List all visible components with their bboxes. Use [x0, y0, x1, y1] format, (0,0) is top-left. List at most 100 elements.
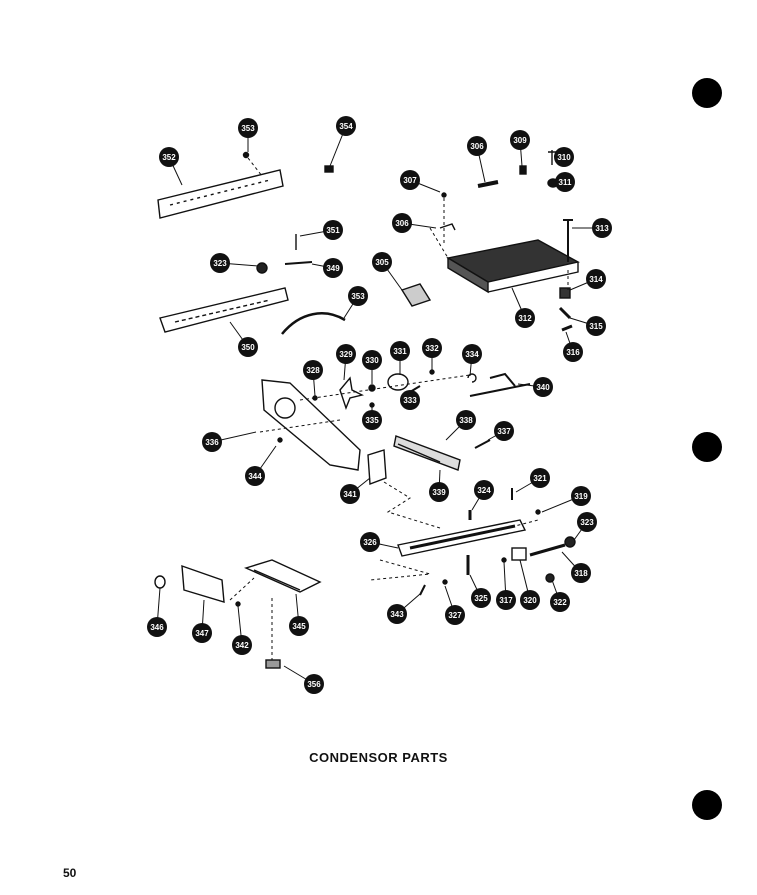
callout-number: 334 [465, 350, 479, 359]
callout-number: 356 [307, 680, 321, 689]
part-356-pad [265, 659, 281, 669]
callout-333: 333 [400, 389, 420, 410]
callout-number: 311 [559, 178, 572, 187]
callout-number: 313 [595, 224, 609, 233]
callout-328: 328 [303, 360, 323, 397]
callout-338: 338 [445, 410, 476, 441]
part-318-bolt [529, 543, 566, 557]
callout-bubble [245, 466, 265, 486]
part-308-pin [477, 180, 499, 188]
callout-350: 350 [229, 321, 258, 357]
callout-bubble [494, 421, 514, 441]
callout-353: 353 [238, 118, 258, 152]
callout-bubble [390, 341, 410, 361]
binder-hole-top [692, 78, 722, 108]
callout-326: 326 [360, 532, 399, 552]
part-317-washer [501, 557, 507, 563]
part-353-screw [242, 151, 250, 159]
callout-331: 331 [390, 341, 410, 375]
callout-bubble [515, 308, 535, 328]
part-319-screw [535, 509, 541, 515]
callout-number: 327 [448, 611, 462, 620]
callout-number: 354 [339, 122, 353, 131]
callout-bubble [577, 512, 597, 532]
callout-bubble [362, 350, 382, 370]
callout-bubble [340, 484, 360, 504]
callout-bubble [510, 130, 530, 150]
callout-347: 347 [192, 599, 212, 643]
part-336-frame [261, 379, 361, 471]
callout-number: 330 [365, 356, 379, 365]
callout-number: 321 [533, 474, 547, 483]
callout-320: 320 [519, 559, 540, 610]
callout-bubble [474, 480, 494, 500]
callout-bubble [392, 213, 412, 233]
callout-340: 340 [517, 377, 553, 397]
callout-number: 307 [403, 176, 417, 185]
part-349-screw [284, 261, 313, 265]
callout-349: 349 [311, 258, 343, 278]
callout-bubble [303, 360, 323, 380]
callout-bubble [554, 147, 574, 167]
callout-325: 325 [469, 574, 491, 608]
callout-number: 335 [365, 416, 379, 425]
callout-bubble [445, 605, 465, 625]
callout-344: 344 [245, 445, 277, 486]
callout-number: 353 [351, 292, 365, 301]
part-330-hub [368, 384, 376, 392]
part-332-washer [429, 369, 435, 375]
callout-number: 340 [536, 383, 550, 392]
callout-number: 305 [375, 258, 389, 267]
callout-351: 351 [299, 220, 343, 240]
callout-number: 316 [566, 348, 580, 357]
part-312-condenser [446, 239, 580, 294]
callout-bubble [159, 147, 179, 167]
callout-341: 341 [340, 477, 371, 504]
callout-number: 315 [589, 322, 603, 331]
callout-number: 322 [553, 598, 567, 607]
callout-310: 310 [553, 147, 574, 167]
callout-bubble [520, 590, 540, 610]
part-334-clip [467, 373, 477, 383]
callout-number: 306 [470, 142, 484, 151]
callout-bubble [289, 616, 309, 636]
callout-number: 329 [339, 350, 353, 359]
callout-bubble [202, 432, 222, 452]
callout-324: 324 [471, 480, 494, 511]
callout-321: 321 [515, 468, 550, 493]
callout-bubble [238, 118, 258, 138]
callout-bubble [360, 532, 380, 552]
callout-bubble [456, 410, 476, 430]
callout-bubble [323, 258, 343, 278]
callout-bubble [238, 337, 258, 357]
callout-bubble [372, 252, 392, 272]
diagram-caption: CONDENSOR PARTS [309, 750, 448, 765]
callout-number: 345 [292, 622, 306, 631]
callout-bubble [471, 588, 491, 608]
callout-number: 320 [523, 596, 537, 605]
callout-bubble [550, 592, 570, 612]
callout-number: 350 [241, 343, 255, 352]
callout-bubble [530, 468, 550, 488]
part-326-base-rail [397, 519, 527, 557]
callout-bubble [586, 316, 606, 336]
callout-number: 336 [205, 438, 219, 447]
callout-number: 337 [497, 427, 511, 436]
callout-bubble [555, 172, 575, 192]
binder-hole-middle [692, 432, 722, 462]
callout-323: 323 [210, 253, 259, 273]
callout-bubble [571, 563, 591, 583]
part-307-screw [441, 192, 447, 198]
part-313-bolt [563, 219, 573, 262]
callout-number: 325 [474, 594, 488, 603]
callout-bubble [232, 635, 252, 655]
callout-number: 328 [306, 366, 320, 375]
callout-bubble [400, 170, 420, 190]
callout-329: 329 [336, 344, 356, 381]
callout-314: 314 [569, 269, 606, 291]
callout-336: 336 [202, 431, 257, 452]
callout-bubble [192, 623, 212, 643]
part-323-grommet-b [564, 536, 576, 548]
callout-bubble [422, 338, 442, 358]
callout-number: 319 [574, 492, 588, 501]
